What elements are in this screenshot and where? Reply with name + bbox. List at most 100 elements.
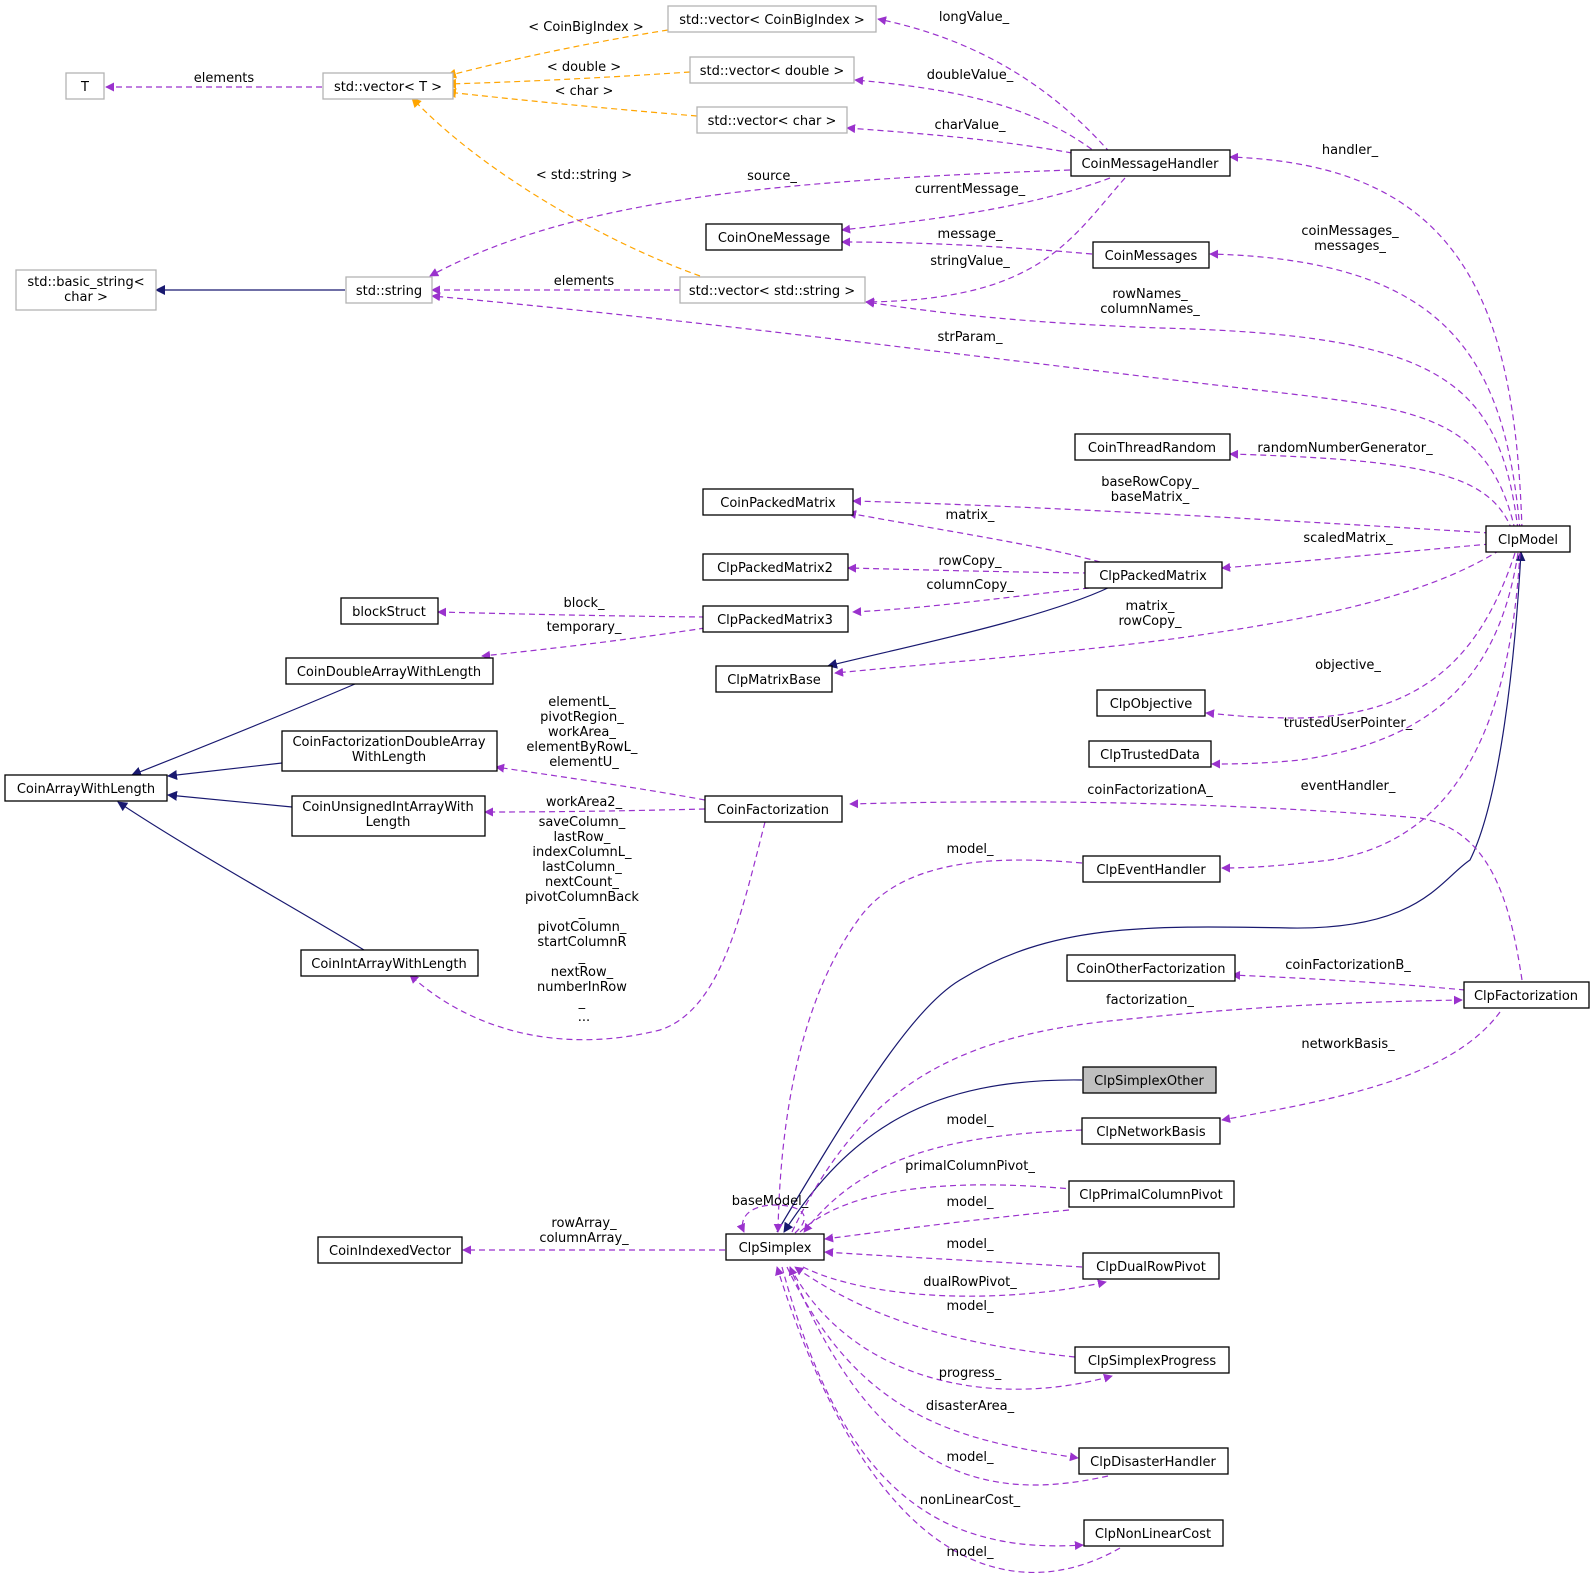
node-coinpackedmatrix[interactable]: CoinPackedMatrix (702, 488, 854, 516)
edge-dualrowpivot (802, 1266, 1107, 1297)
edge-coinmessages (1209, 249, 1521, 531)
node-clpsimplex[interactable]: ClpSimplex (725, 1233, 825, 1261)
label-dualrowpivot: dualRowPivot_ (923, 1275, 1017, 1290)
label-matrix-cpm: matrix_ (946, 508, 995, 523)
node-clpmatrixbase[interactable]: ClpMatrixBase (715, 665, 833, 693)
node-vector-char[interactable]: std::vector< char > (696, 106, 848, 134)
node-vector-coinbigindex[interactable]: std::vector< CoinBigIndex > (667, 5, 877, 33)
node-coinmessages-label: CoinMessages (1105, 249, 1198, 264)
label-message: message_ (938, 227, 1003, 242)
label-coinbigindex: < CoinBigIndex > (528, 20, 644, 35)
node-coinfactorizationdoublearraywithlength[interactable]: CoinFactorizationDoubleArray WithLength (281, 730, 498, 772)
label-longvalue: longValue_ (939, 10, 1010, 25)
edge-coinfactorizationb (1231, 970, 1466, 991)
node-vector-double-label: std::vector< double > (700, 64, 844, 79)
node-coinfactorization[interactable]: CoinFactorization (704, 795, 843, 823)
node-vector-char-label: std::vector< char > (708, 114, 837, 129)
node-clptrusteddata-label: ClpTrustedData (1100, 748, 1200, 763)
node-clpobjective-label: ClpObjective (1110, 697, 1193, 712)
node-coinarraywithlength[interactable]: CoinArrayWithLength (4, 774, 168, 802)
label-factorization: factorization_ (1106, 993, 1194, 1008)
node-clpsimplexother-label: ClpSimplexOther (1094, 1074, 1204, 1089)
edge-rowcopy (847, 563, 1090, 574)
node-clpsimplexother[interactable]: ClpSimplexOther (1082, 1066, 1217, 1094)
node-coinintarraywithlength[interactable]: CoinIntArrayWithLength (300, 949, 479, 977)
edge-model-network (803, 1129, 1083, 1233)
node-clpmodel-label: ClpModel (1498, 533, 1558, 548)
node-t[interactable]: T (65, 72, 105, 100)
node-clpsimplex-label: ClpSimplex (739, 1241, 812, 1256)
node-cointhreadrandom-label: CoinThreadRandom (1088, 441, 1216, 456)
node-coinmessages[interactable]: CoinMessages (1092, 241, 1210, 269)
node-clpnonlinearcost[interactable]: ClpNonLinearCost (1083, 1519, 1224, 1547)
node-clpobjective[interactable]: ClpObjective (1096, 689, 1206, 717)
edge-double-array-base (131, 683, 356, 777)
label-basemodel: baseModel_ (732, 1194, 809, 1209)
edge-handler (1229, 152, 1523, 531)
label-coinmessages-2: messages_ (1314, 239, 1386, 254)
label-baserowcopy-1: baseRowCopy_ (1101, 475, 1199, 490)
node-cointhreadrandom[interactable]: CoinThreadRandom (1074, 433, 1231, 461)
edge-longvalue (877, 16, 1124, 169)
node-coindoublearraywithlength[interactable]: CoinDoubleArrayWithLength (285, 657, 494, 685)
label-double: < double > (547, 60, 621, 75)
label-rowarray-2: columnArray_ (539, 1231, 629, 1246)
edge-basemodel (736, 1204, 805, 1234)
edge-nonlinearcost (781, 1266, 1084, 1551)
node-clppackedmatrix2[interactable]: ClpPackedMatrix2 (702, 553, 849, 581)
node-coinindexedvector[interactable]: CoinIndexedVector (317, 1236, 463, 1264)
edge-message (841, 237, 1093, 255)
node-coinotherfactorization[interactable]: CoinOtherFactorization (1066, 954, 1236, 982)
node-clpdualrowpivot[interactable]: ClpDualRowPivot (1082, 1252, 1220, 1280)
label-model-primal: model_ (947, 1195, 994, 1210)
node-std-string[interactable]: std::string (345, 276, 433, 304)
edge-coinfactorizationa (849, 799, 1523, 981)
label-savecolumn-line: nextCount_ (545, 875, 619, 890)
label-rownames-1: rowNames_ (1112, 287, 1188, 302)
label-savecolumn: saveColumn_ lastRow_ indexColumnL_ lastC… (525, 815, 643, 1025)
label-elementl: elementL_ pivotRegion_ workArea_ element… (526, 695, 641, 770)
node-clptrusteddata[interactable]: ClpTrustedData (1088, 740, 1212, 768)
node-basic-string-label-1: std::basic_string< (27, 275, 144, 290)
node-vector-t[interactable]: std::vector< T > (322, 72, 454, 100)
edge-vector-double (446, 71, 691, 89)
label-elements-string: elements (554, 274, 615, 289)
node-clppackedmatrix[interactable]: ClpPackedMatrix (1084, 561, 1223, 589)
node-vector-string[interactable]: std::vector< std::string > (679, 276, 866, 304)
edge-workarea2 (484, 807, 706, 817)
edge-objective (1205, 552, 1516, 719)
node-clpdisasterhandler[interactable]: ClpDisasterHandler (1078, 1447, 1229, 1475)
node-clppackedmatrix3[interactable]: ClpPackedMatrix3 (702, 605, 849, 633)
label-savecolumn-line: nextRow_ (551, 965, 614, 980)
node-clpnetworkbasis[interactable]: ClpNetworkBasis (1081, 1117, 1221, 1145)
node-coinindexedvector-label: CoinIndexedVector (329, 1244, 452, 1259)
node-coinfactorizationdoublearray-label-2: WithLength (352, 750, 426, 765)
node-clpfactorization[interactable]: ClpFactorization (1463, 981, 1590, 1009)
label-model-network: model_ (947, 1113, 994, 1128)
label-workarea2: workArea2_ (546, 795, 623, 810)
label-rowcopy: rowCopy_ (938, 554, 1002, 569)
node-coinmessagehandler[interactable]: CoinMessageHandler (1070, 149, 1231, 177)
node-blockstruct[interactable]: blockStruct (340, 597, 439, 625)
node-basic-string[interactable]: std::basic_string< char > (15, 269, 157, 311)
node-clpprimalcolumnpivot[interactable]: ClpPrimalColumnPivot (1068, 1180, 1235, 1208)
edge-vector-string (411, 97, 701, 277)
label-savecolumn-line: _ (578, 905, 586, 920)
node-clpsimplexprogress[interactable]: ClpSimplexProgress (1074, 1346, 1230, 1374)
node-clpeventhandler[interactable]: ClpEventHandler (1082, 855, 1221, 883)
label-currentmessage: currentMessage_ (915, 182, 1026, 197)
node-vector-double[interactable]: std::vector< double > (689, 56, 855, 84)
edge-labels: longValue_ < CoinBigIndex > < double > <… (194, 10, 1433, 1560)
node-clpdualrowpivot-label: ClpDualRowPivot (1096, 1260, 1206, 1275)
node-clpfactorization-label: ClpFactorization (1474, 989, 1578, 1004)
edge-vector-coinbigindex (446, 29, 669, 79)
label-strparam: strParam_ (938, 330, 1003, 345)
node-coinunsignedintarraywithlength[interactable]: CoinUnsignedIntArrayWith Length (291, 795, 486, 837)
label-savecolumn-line: _ (578, 950, 586, 965)
label-savecolumn-line: numberInRow (537, 980, 627, 995)
node-coinonemessage[interactable]: CoinOneMessage (705, 223, 843, 251)
edge-model-event (773, 859, 1083, 1233)
node-clpmodel[interactable]: ClpModel (1485, 525, 1571, 553)
label-randomnumber: randomNumberGenerator_ (1257, 441, 1433, 456)
node-blockstruct-label: blockStruct (352, 605, 426, 620)
